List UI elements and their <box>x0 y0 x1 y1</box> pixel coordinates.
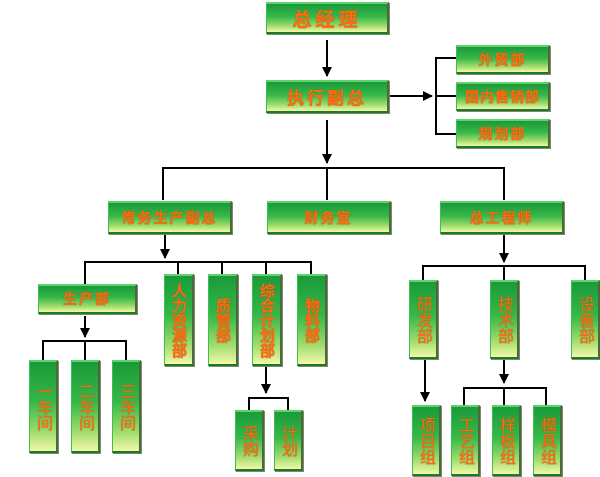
node-hr-dept: 人力资源部 <box>164 274 194 366</box>
node-foreign-trade: 外贸部 <box>456 45 550 74</box>
node-exec-vp: 执行副总 <box>266 80 389 113</box>
node-workshop-3: 三车间 <box>112 360 141 453</box>
node-workshop-2: 二车间 <box>71 360 100 453</box>
node-materials-dept: 物料部 <box>297 274 327 366</box>
bracket-purchase-plan <box>248 397 289 410</box>
node-ceo: 总经理 <box>266 2 389 34</box>
node-mold-group: 模具组 <box>533 405 562 476</box>
node-domestic-sales: 国内售销部 <box>456 82 550 111</box>
node-sample-group: 样板组 <box>492 405 521 476</box>
node-project-group: 项目组 <box>412 405 441 476</box>
node-chief-engineer: 总工程师 <box>440 201 564 234</box>
node-tech-dept: 技术部 <box>490 280 519 359</box>
bracket-level3-left <box>84 261 312 284</box>
node-equipment-dept: 设备部 <box>571 280 600 359</box>
node-finance: 财务室 <box>267 201 391 234</box>
node-process-group: 工艺组 <box>451 405 480 476</box>
node-general-planning: 综合计划部 <box>252 274 282 366</box>
node-production-vp: 常务生产副总 <box>108 201 232 234</box>
node-planning-dept: 规划部 <box>456 119 550 148</box>
bracket-level2 <box>162 167 505 200</box>
node-purchasing: 采购 <box>235 410 264 471</box>
node-workshop-1: 一车间 <box>29 360 58 453</box>
node-production-dept: 生产部 <box>38 284 137 314</box>
node-qc-dept: 质管部 <box>208 274 238 366</box>
node-rnd-dept: 研发部 <box>409 280 438 359</box>
node-plan: 计划 <box>274 410 303 471</box>
